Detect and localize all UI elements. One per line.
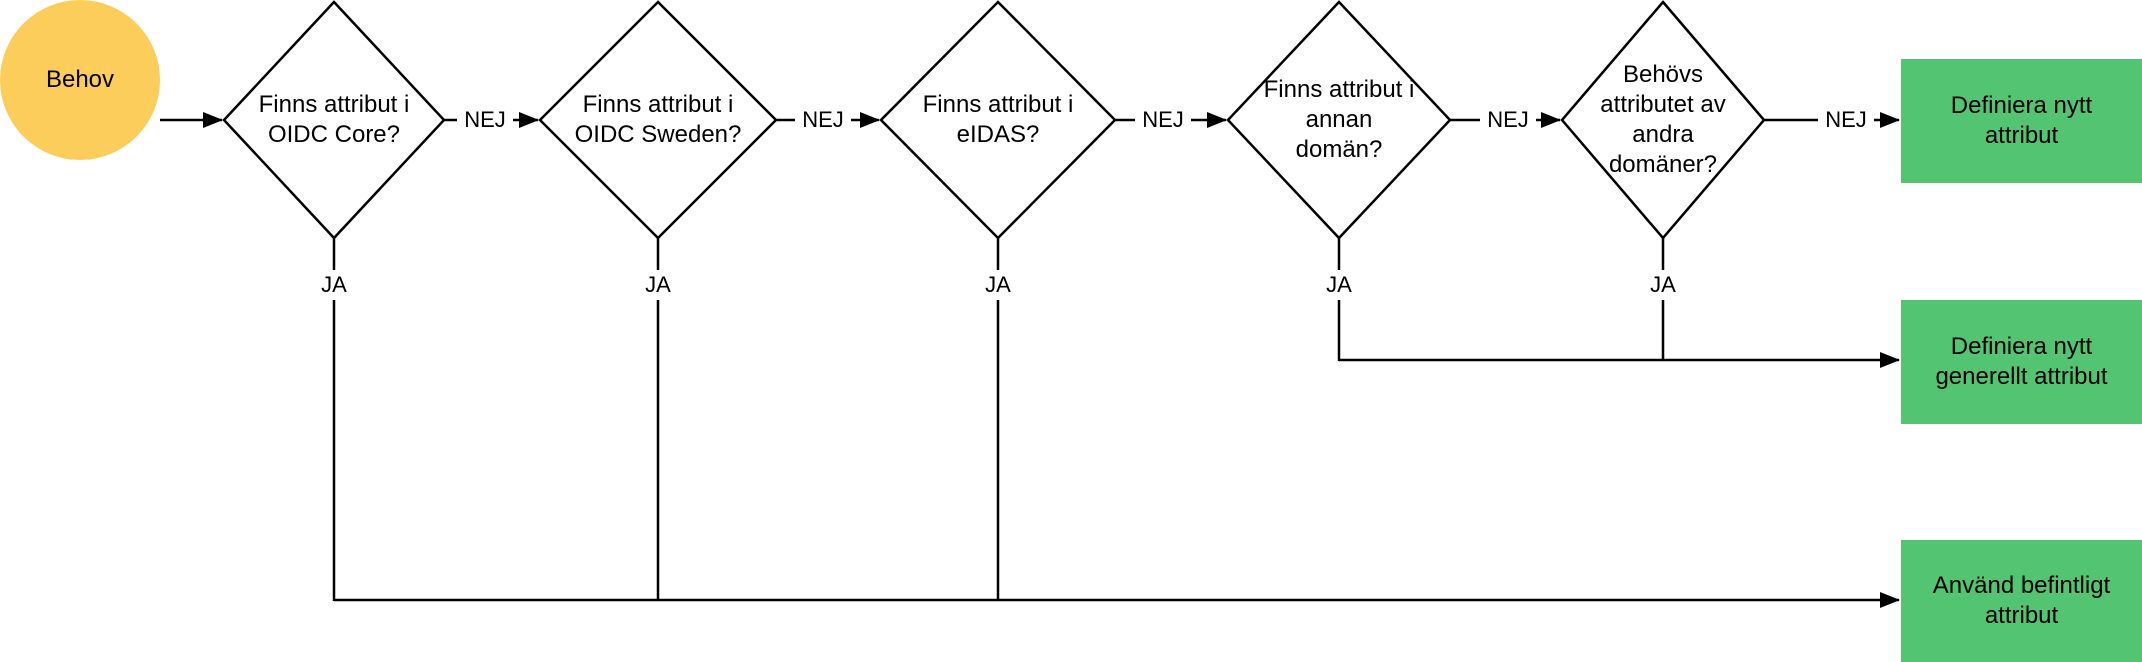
edge-label-ja-4: JA bbox=[1318, 270, 1360, 300]
decision-diamond-eidas bbox=[879, 0, 1117, 240]
edge-label-nej-5: NEJ bbox=[1818, 105, 1874, 135]
edge-label-ja-1: JA bbox=[313, 270, 355, 300]
decision-diamond-annan-doman bbox=[1226, 0, 1452, 240]
edge-label-nej-3: NEJ bbox=[1135, 105, 1191, 135]
edge-label-ja-2: JA bbox=[637, 270, 679, 300]
edge-label-nej-2: NEJ bbox=[795, 105, 851, 135]
decision-diamond-oidc-sweden bbox=[538, 0, 778, 240]
decision-diamond-oidc-core bbox=[222, 0, 446, 240]
outcome-box-anvand-befintligt-attribut: Använd befintligt attribut bbox=[1901, 540, 2142, 662]
outcome-box-definiera-nytt-attribut: Definiera nytt attribut bbox=[1901, 59, 2142, 183]
outcome-label-3: Använd befintligt attribut bbox=[1932, 572, 2111, 629]
outcome-label-1: Definiera nytt attribut bbox=[1950, 92, 2093, 149]
edge-label-ja-3: JA bbox=[977, 270, 1019, 300]
edge-label-ja-5: JA bbox=[1642, 270, 1684, 300]
edge-label-nej-4: NEJ bbox=[1480, 105, 1536, 135]
decision-diamond-andra-domaner bbox=[1560, 0, 1766, 240]
start-node-behov: Behov bbox=[0, 0, 160, 160]
outcome-box-definiera-nytt-generellt-attribut: Definiera nytt generellt attribut bbox=[1901, 300, 2142, 424]
start-node-label: Behov bbox=[45, 66, 115, 93]
outcome-label-2: Definiera nytt generellt attribut bbox=[1935, 333, 2108, 390]
edge-label-nej-1: NEJ bbox=[457, 105, 513, 135]
